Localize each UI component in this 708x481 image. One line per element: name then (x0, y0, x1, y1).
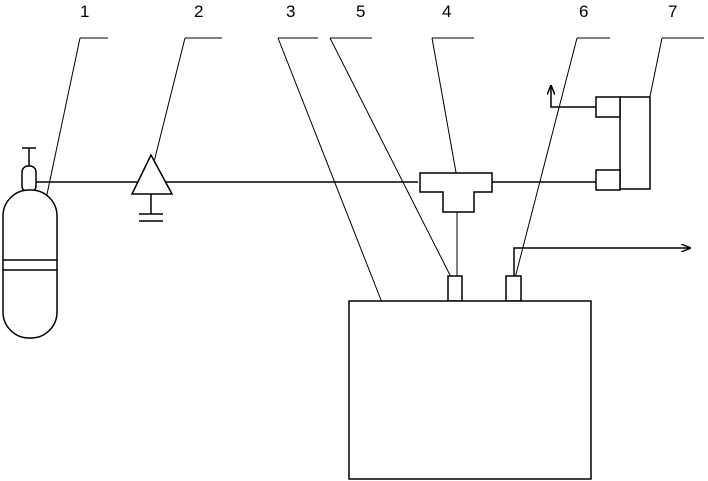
tee-fitting (419, 172, 493, 276)
leader-4 (431, 37, 474, 179)
flow-meter (551, 86, 651, 191)
leader-3 (277, 37, 393, 329)
label-2: 2 (194, 2, 203, 21)
outlet-port (505, 275, 522, 302)
inlet-port (447, 275, 463, 302)
gas-cylinder (2, 147, 58, 339)
vessel (348, 300, 592, 480)
leader-5 (329, 37, 456, 286)
label-1: 1 (80, 2, 89, 21)
label-4: 4 (442, 2, 451, 21)
outlet-arrow (513, 248, 690, 276)
label-7: 7 (668, 2, 677, 21)
leader-1 (41, 37, 108, 219)
label-3: 3 (286, 2, 295, 21)
pressure-regulator (130, 153, 174, 222)
label-5: 5 (356, 2, 365, 21)
leader-6 (513, 37, 610, 283)
label-6: 6 (579, 2, 588, 21)
leader-2 (149, 37, 222, 179)
